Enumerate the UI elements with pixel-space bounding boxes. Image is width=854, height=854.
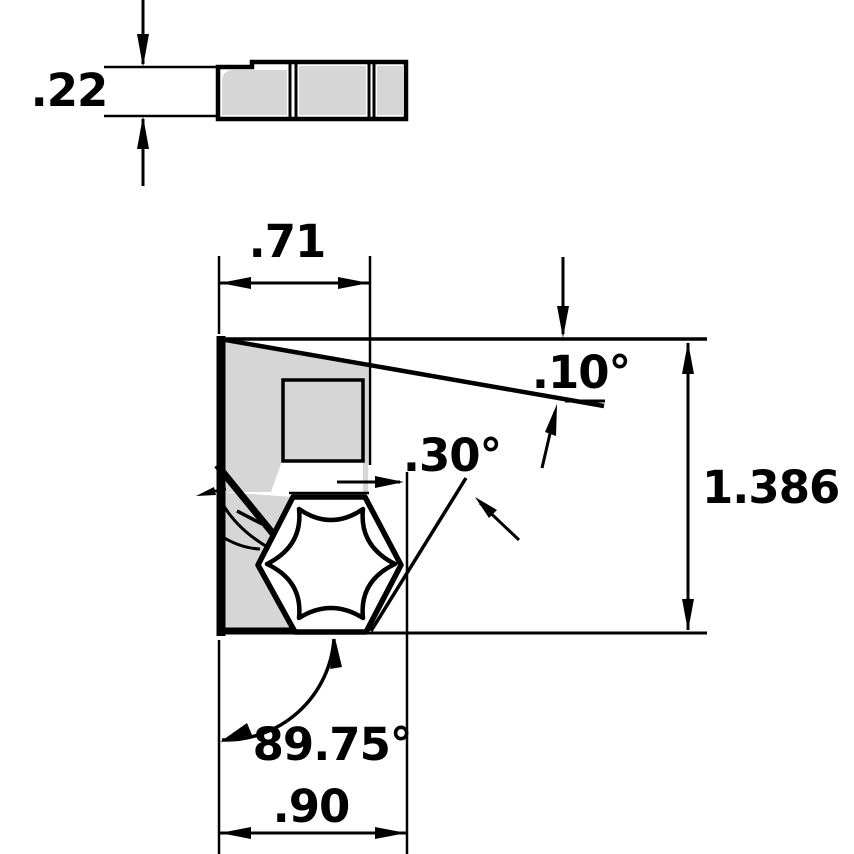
top-edge-angle-label: .10° [532, 346, 630, 399]
dimensions: .71 .10° .30° 1.386 89.75° .90 [217, 215, 840, 854]
insert-body-upper [222, 340, 368, 492]
insert-top-sloped-edge [219, 336, 605, 409]
top-angle-arrowhead-down [557, 306, 569, 338]
corner-angle-label: 89.75° [253, 718, 412, 771]
countersink-band [271, 461, 363, 492]
pocket-square [281, 378, 365, 463]
relief-angle-arrowhead [475, 497, 497, 518]
thickness-label: .22 [31, 64, 108, 117]
front-view [196, 336, 605, 636]
top-angle-arrowhead-up [545, 404, 557, 436]
top-width-label: .71 [249, 215, 326, 268]
bottom-width-label: .90 [273, 780, 350, 833]
height-arrowhead-bottom [682, 599, 694, 631]
top-width-arrowhead-right [338, 277, 369, 289]
torx-recess-icon [264, 506, 398, 621]
thickness-arrowhead-bottom [137, 116, 149, 149]
side-view-fill-segment-2 [299, 66, 366, 115]
corner-angle-arrowhead-top [330, 638, 342, 669]
chipbreaker-dash [236, 509, 263, 526]
relief-angle-arrowhead-right [375, 476, 404, 488]
height-arrowhead-top [682, 342, 694, 374]
thickness-arrowhead-top [137, 34, 149, 67]
side-view: .22 [31, 0, 409, 186]
bottom-width-arrowhead-left [220, 827, 251, 839]
edge-leader-arrowhead [196, 487, 216, 496]
relief-angle-label: .30° [403, 429, 501, 482]
side-view-fill-segment-1 [222, 70, 287, 115]
corner-angle-arrowhead-bottom [220, 723, 252, 742]
relief-angle-diagonal-line [369, 477, 468, 632]
height-label: 1.386 [702, 461, 839, 514]
side-view-fill-segment-3 [377, 66, 404, 115]
corner-angle-arc [221, 638, 336, 742]
top-width-arrowhead-left [220, 277, 251, 289]
bottom-width-arrowhead-right [375, 827, 406, 839]
